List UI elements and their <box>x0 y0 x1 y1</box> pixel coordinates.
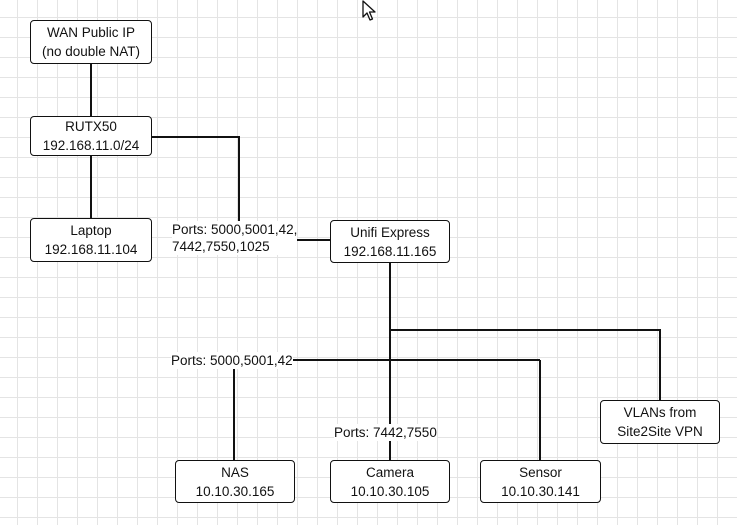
nas-node[interactable]: NAS 10.10.30.165 <box>175 460 295 503</box>
node-subtitle: 192.168.11.104 <box>44 242 138 257</box>
node-title: Laptop <box>70 223 112 238</box>
camera-ports-label[interactable]: Ports: 7442,7550 <box>334 424 437 441</box>
rutx50-router-node[interactable]: RUTX50 192.168.11.0/24 <box>30 116 152 156</box>
node-subtitle: Site2Site VPN <box>617 424 703 439</box>
node-subtitle: 192.168.11.0/24 <box>42 138 140 153</box>
vlans-link <box>390 329 661 400</box>
unifi-ports-line1: Ports: 5000,5001,42, <box>172 222 298 237</box>
node-title: Unifi Express <box>350 224 430 240</box>
wan-public-ip-node[interactable]: WAN Public IP (no double NAT) <box>30 20 152 64</box>
node-title: RUTX50 <box>65 119 117 134</box>
unifi-ports-line2: 7442,7550,1025 <box>172 239 270 254</box>
node-subtitle: (no double NAT) <box>41 44 141 59</box>
node-title: WAN Public IP <box>46 25 136 40</box>
node-subtitle: 10.10.30.141 <box>501 483 580 499</box>
unifi-express-node[interactable]: Unifi Express 192.168.11.165 <box>330 220 450 263</box>
node-title: NAS <box>221 464 249 480</box>
node-subtitle: 192.168.11.165 <box>343 243 437 259</box>
node-subtitle: 10.10.30.105 <box>350 483 430 499</box>
node-title: VLANs from <box>623 405 697 420</box>
node-subtitle: 10.10.30.165 <box>195 483 275 499</box>
sensor-node[interactable]: Sensor 10.10.30.141 <box>480 460 601 503</box>
node-title: Camera <box>365 464 414 480</box>
mouse-pointer-icon <box>362 0 376 21</box>
camera-node[interactable]: Camera 10.10.30.105 <box>330 460 450 503</box>
laptop-node[interactable]: Laptop 192.168.11.104 <box>30 218 152 262</box>
node-title: Sensor <box>519 464 562 480</box>
nas-ports-label[interactable]: Ports: 5000,5001,42 <box>171 352 293 369</box>
unifi-ports-label[interactable]: Ports: 5000,5001,42, 7442,7550,1025 <box>172 221 298 255</box>
vlans-vpn-node[interactable]: VLANs from Site2Site VPN <box>600 400 720 444</box>
